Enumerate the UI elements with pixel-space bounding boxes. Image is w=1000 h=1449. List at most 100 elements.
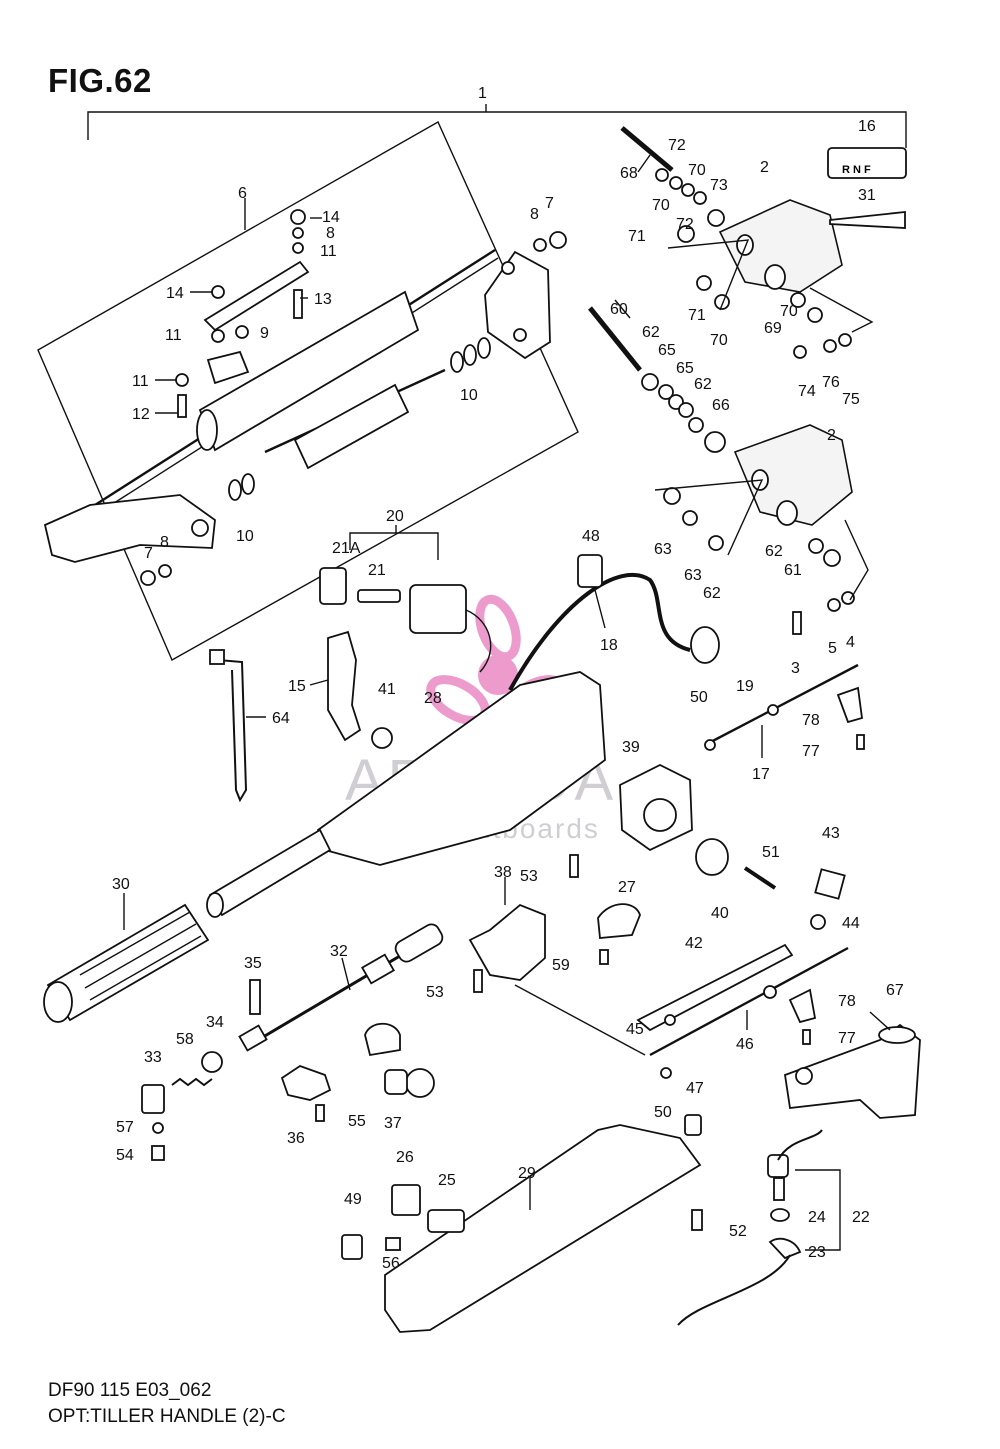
callout-27: 27 [618, 879, 636, 896]
callout-51: 51 [762, 844, 780, 861]
callout-77: 77 [838, 1030, 856, 1047]
callout-18: 18 [600, 637, 618, 654]
callout-34: 34 [206, 1014, 224, 1031]
callout-77: 77 [802, 743, 820, 760]
wiring-harness [508, 554, 720, 691]
steering-friction-assembly-panel [37, 121, 579, 661]
callout-63: 63 [654, 541, 672, 558]
callout-10: 10 [460, 387, 478, 404]
callout-10: 10 [236, 528, 254, 545]
assembly-bracket [87, 104, 907, 148]
callout-65: 65 [676, 360, 694, 377]
callout-65: 65 [658, 342, 676, 359]
callout-75: 75 [842, 391, 860, 408]
callout-8: 8 [326, 225, 335, 242]
callout-62: 62 [765, 543, 783, 560]
callout-70: 70 [688, 162, 706, 179]
callout-26: 26 [396, 1149, 414, 1166]
callout-6: 6 [238, 185, 247, 202]
callout-45: 45 [626, 1021, 644, 1038]
callout-41: 41 [378, 681, 396, 698]
callout-1: 1 [478, 85, 487, 102]
callout-57: 57 [116, 1119, 134, 1136]
callout-61: 61 [784, 562, 802, 579]
upper-swivel-bracket [620, 126, 874, 359]
callout-36: 36 [287, 1130, 305, 1147]
callout-30: 30 [112, 876, 130, 893]
throttle-grip [43, 903, 210, 1023]
callout-53: 53 [426, 984, 444, 1001]
callout-56: 56 [382, 1255, 400, 1272]
callout-22: 22 [852, 1209, 870, 1226]
ignition-switch [319, 525, 492, 673]
callout-70: 70 [652, 197, 670, 214]
callout-24: 24 [808, 1209, 826, 1226]
callout-23: 23 [808, 1244, 826, 1261]
callout-21: 21 [368, 562, 386, 579]
callout-71: 71 [628, 228, 646, 245]
callout-20: 20 [386, 508, 404, 525]
callout-72: 72 [676, 216, 694, 233]
lower-left-parts [141, 923, 444, 1161]
callout-16: 16 [858, 118, 876, 135]
callout-32: 32 [330, 943, 348, 960]
callout-52: 52 [729, 1223, 747, 1240]
callout-72: 72 [668, 137, 686, 154]
callout-64: 64 [272, 710, 290, 727]
callout-43: 43 [822, 825, 840, 842]
callout-28: 28 [424, 690, 442, 707]
callout-2: 2 [827, 427, 836, 444]
figure-caption: OPT:TILLER HANDLE (2)-C [48, 1406, 286, 1427]
callout-48: 48 [582, 528, 600, 545]
figure-title: FIG.62 [48, 62, 152, 99]
callout-42: 42 [685, 935, 703, 952]
callout-50: 50 [690, 689, 708, 706]
callout-62: 62 [703, 585, 721, 602]
callout-11: 11 [132, 373, 149, 390]
callout-67: 67 [886, 982, 904, 999]
callout-47: 47 [686, 1080, 704, 1097]
shift-indicator-text: R N F [842, 164, 871, 176]
callout-2: 2 [760, 159, 769, 176]
callout-13: 13 [314, 291, 332, 308]
shift-indicator-label: R N F [827, 147, 907, 229]
callout-54: 54 [116, 1147, 134, 1164]
callout-29: 29 [518, 1165, 536, 1182]
callout-70: 70 [780, 303, 798, 320]
callout-38: 38 [494, 864, 512, 881]
shift-arm [784, 1023, 921, 1119]
callout-7: 7 [144, 545, 153, 562]
callout-50: 50 [654, 1104, 672, 1121]
callout-62: 62 [642, 324, 660, 341]
callout-73: 73 [710, 177, 728, 194]
callout-78: 78 [838, 993, 856, 1010]
callout-74: 74 [798, 383, 816, 400]
callout-labels: 1 2 2 3 4 5 6 7 7 8 8 8 9 10 10 11 11 11… [112, 85, 904, 1272]
callout-39: 39 [622, 739, 640, 756]
callout-21A: 21A [332, 540, 361, 557]
callout-49: 49 [344, 1191, 362, 1208]
lower-swivel-bracket [588, 306, 869, 635]
callout-7: 7 [545, 195, 554, 212]
callout-53: 53 [520, 868, 538, 885]
callout-8: 8 [530, 206, 539, 223]
callout-17: 17 [752, 766, 770, 783]
shift-link-and-cable [514, 943, 849, 1079]
leader-lines [123, 154, 891, 1210]
callout-69: 69 [764, 320, 782, 337]
callout-63: 63 [684, 567, 702, 584]
callout-46: 46 [736, 1036, 754, 1053]
callout-5: 5 [828, 640, 837, 657]
callout-25: 25 [438, 1172, 456, 1189]
callout-44: 44 [842, 915, 860, 932]
callout-11: 11 [165, 327, 182, 344]
throttle-cable-and-block [619, 663, 865, 852]
shift-lever-parts [209, 630, 393, 803]
callout-55: 55 [348, 1113, 366, 1130]
callout-4: 4 [846, 634, 855, 651]
callout-11: 11 [320, 243, 337, 260]
figure-code: DF90 115 E03_062 [48, 1380, 212, 1401]
callout-59: 59 [552, 957, 570, 974]
